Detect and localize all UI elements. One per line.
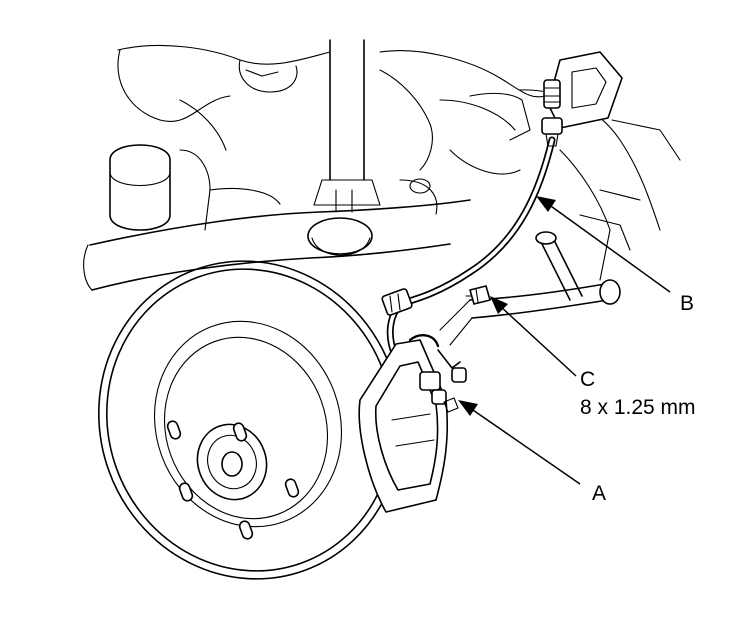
callout-spec-c: 8 x 1.25 mm [580, 396, 696, 419]
mounting-bolt [443, 367, 467, 413]
leader-c [490, 296, 577, 377]
callout-label-b: B [680, 292, 694, 315]
hose-bracket [541, 51, 623, 147]
leader-a [458, 400, 581, 485]
suspension-structure [83, 39, 681, 346]
wheel-studs [166, 420, 300, 540]
callout-label-a: A [592, 482, 606, 505]
banjo-bolt [465, 285, 491, 305]
wheel-hub [196, 423, 268, 501]
leader-b [536, 196, 671, 293]
hose-fitting [381, 288, 413, 316]
callout-label-c: C [580, 368, 595, 391]
caliper [358, 334, 461, 513]
